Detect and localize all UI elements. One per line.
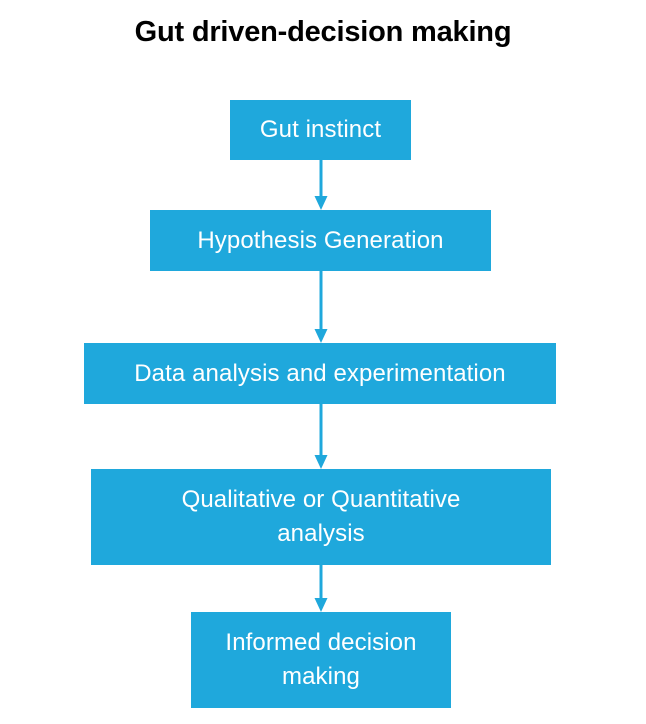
flow-node-label: Data analysis and experimentation [134, 359, 506, 387]
flow-node-label: Hypothesis Generation [197, 226, 444, 254]
flow-node-label-wrapper: Qualitative or Quantitative analysis [91, 483, 551, 551]
flow-node-gut-instinct[interactable]: Gut instinct [230, 100, 411, 160]
flow-node-label-line-2: analysis [277, 520, 365, 547]
flow-node-label: Gut instinct [259, 116, 382, 143]
flow-node-label-line-1: Informed decision [225, 629, 417, 656]
flow-node-informed-decision-making[interactable]: Informed decision making [191, 612, 451, 708]
flow-node-label-line-1: Qualitative or Quantitative [181, 486, 461, 513]
flow-node-data-analysis[interactable]: Data analysis and experimentation [84, 343, 556, 404]
page-title: Gut driven-decision making [134, 16, 512, 48]
flow-node-label-line-2: making [282, 663, 360, 690]
arrow-down-icon-1 [314, 160, 328, 210]
flow-node-hypothesis-generation[interactable]: Hypothesis Generation [150, 210, 491, 271]
arrow-down-icon-4 [314, 565, 328, 612]
arrow-down-icon-3 [314, 404, 328, 469]
flow-node-label-wrapper: Informed decision making [191, 626, 451, 694]
arrow-down-icon-2 [314, 271, 328, 343]
flow-node-qualitative-quantitative-analysis[interactable]: Qualitative or Quantitative analysis [91, 469, 551, 565]
